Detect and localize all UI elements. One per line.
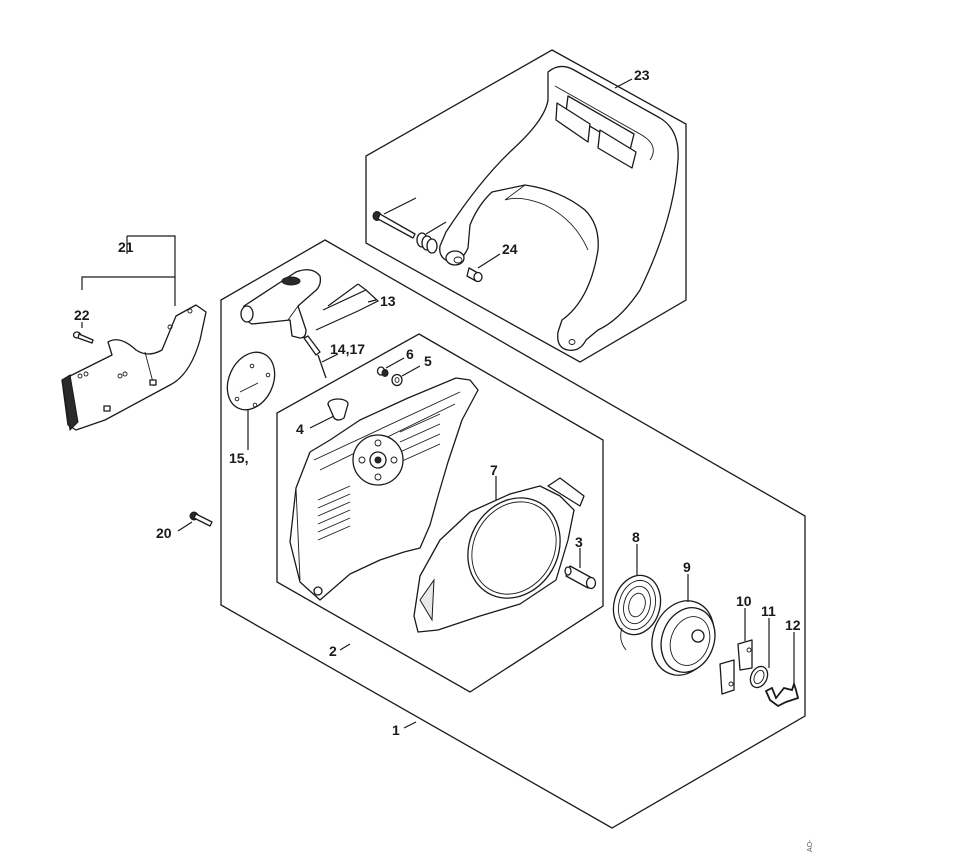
- starter-grip-13-part: [240, 269, 327, 379]
- bolt-24-part: [372, 211, 416, 239]
- hand-guard-part: [439, 65, 679, 351]
- screw-18-part: [189, 511, 213, 527]
- callout-9: 9: [683, 559, 691, 575]
- callout-5: 5: [424, 353, 432, 369]
- rewind-spring-8-part: [612, 574, 662, 651]
- group-box-2: [276, 333, 604, 693]
- washer-11-part: [749, 665, 769, 689]
- pawl-10-part: [719, 639, 753, 695]
- callout-13: 13: [380, 293, 396, 309]
- callout-10: 10: [736, 593, 752, 609]
- side-cover-19-part: [61, 304, 207, 432]
- callout-20: 22: [74, 307, 90, 323]
- cooling-fins: [317, 413, 441, 541]
- screw-20-part: [72, 331, 94, 344]
- grommet-4-part: [327, 398, 349, 421]
- screw-6-part: [376, 366, 389, 377]
- callout-3: 3: [575, 534, 583, 550]
- rope-rotor-9-part: [651, 600, 716, 676]
- fan-housing-2-part: [289, 377, 479, 601]
- spring-clip-12-part: [764, 681, 800, 708]
- callout-12: 12: [785, 617, 801, 633]
- callout-6: 6: [406, 346, 414, 362]
- callout-11: 11: [761, 603, 776, 619]
- callout-22: 24: [502, 241, 518, 257]
- callout-18: 20: [156, 525, 172, 541]
- callout-2: 2: [329, 643, 337, 659]
- cover-plate-15-part: [226, 351, 276, 411]
- spacer-pin-3-part: [564, 565, 597, 590]
- spring-23-part: [416, 232, 438, 254]
- bushing-22-part: [466, 267, 483, 283]
- callout-14-17: 14,17: [330, 341, 365, 357]
- leader-lines: [81, 78, 795, 729]
- group-box-handguard: [365, 49, 687, 363]
- group-box-1: [220, 239, 806, 829]
- callout-19: 21: [118, 239, 134, 255]
- starter-cover-7-part: [413, 477, 585, 633]
- figure-code: AO-: [807, 839, 814, 852]
- washer-5-part: [391, 373, 403, 387]
- callout-labels: 23 24 21 22 13 14,17 15, 6 5 4 20 7 3 2 …: [74, 67, 801, 738]
- callout-4: 4: [296, 421, 304, 437]
- callout-1: 1: [392, 722, 400, 738]
- callout-21: 23: [634, 67, 650, 83]
- callout-15: 15,: [229, 450, 248, 466]
- callout-8: 8: [632, 529, 640, 545]
- callout-7: 7: [490, 462, 498, 478]
